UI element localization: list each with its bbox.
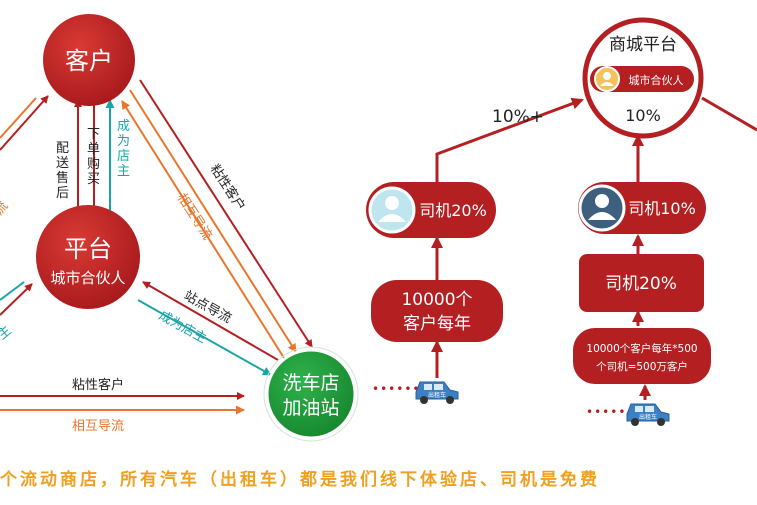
taxi-left-label: 出租车	[428, 391, 446, 399]
label-left-partial-1: 流	[0, 199, 11, 219]
mall-partner-label: 城市合伙人	[629, 73, 684, 87]
right-diagram: 10%+ 商城平台 城市合伙人 10% 司机20% 10000个 客户每年 •	[366, 17, 757, 426]
share-left-label: 10%+	[492, 107, 544, 127]
driver-right-top-label: 司机10%	[628, 199, 696, 218]
label-delivery-4: 后	[56, 186, 69, 201]
mall-title: 商城平台	[609, 35, 677, 55]
mall-platform-node: 商城平台 城市合伙人 10%	[582, 17, 704, 139]
taxi-right-label: 出租车	[639, 413, 657, 421]
label-bottom-mutual: 相互导流	[72, 419, 124, 434]
connector-right-edge	[701, 96, 757, 132]
label-diag-sticky: 粘性客户	[207, 161, 249, 213]
label-delivery-3: 售	[56, 170, 69, 186]
label-order-buy-2: 单	[87, 142, 100, 157]
customer-node: 客户	[43, 14, 135, 106]
arrow-left-partial-orange	[0, 97, 37, 139]
taxi-right: •••••• 出租车	[586, 403, 670, 426]
taxi-left: •••••• 出租车	[372, 381, 459, 404]
label-delivery-2: 送	[56, 156, 69, 171]
label-diag-mutual: 相互导流	[174, 191, 215, 243]
label-order-buy-3: 购	[87, 156, 100, 172]
customers-left-line2: 客户每年	[403, 314, 471, 334]
label-owner-top-3: 店	[117, 149, 130, 164]
driver-left-label: 司机20%	[419, 201, 487, 220]
arrow-diag-sticky	[139, 79, 313, 348]
taxi-left-dots: ••••••	[372, 382, 420, 396]
taxi-right-dots: ••••••	[586, 405, 634, 419]
customers-left-line1: 10000个	[401, 290, 472, 310]
left-diagram: 下 单 购 买 配 送 售 后 成 为 店 主 粘性客户 相互导流 站点导流 成…	[0, 14, 359, 442]
arrow-diag-mutual-up	[121, 100, 285, 359]
driver-right-mid-box: 司机20%	[579, 254, 704, 312]
customer-node-label: 客户	[65, 47, 113, 75]
arrow-left-partial-red2	[0, 283, 33, 316]
mall-share: 10%	[625, 106, 661, 125]
station-node: 洗车店 加油站	[263, 346, 359, 442]
label-bottom-sticky: 粘性客户	[72, 377, 124, 393]
label-owner-top-2: 为	[117, 134, 130, 149]
bottom-banner: 个流动商店，所有汽车（出租车）都是我们线下体验店、司机是免费	[0, 470, 600, 490]
arrow-left-partial-teal	[0, 281, 25, 301]
driver-right-top-pill: 司机10%	[578, 182, 706, 234]
station-node-line2: 加油站	[282, 397, 339, 419]
label-owner-mid: 成为店主	[156, 308, 209, 346]
arrow-station-to-platform	[142, 281, 279, 361]
label-delivery-1: 配	[56, 141, 69, 156]
arrow-diag-mutual-down	[129, 89, 297, 353]
arrow-platform-to-station	[137, 299, 272, 376]
label-order-buy-4: 买	[87, 172, 100, 187]
label-left-partial-2: 主	[0, 323, 15, 343]
calc-line2: 个司机=500万客户	[596, 360, 688, 373]
platform-node-label: 平台	[64, 235, 112, 263]
connector-left-up	[435, 97, 584, 182]
driver-right-mid-label: 司机20%	[605, 274, 677, 294]
customers-left-box: 10000个 客户每年	[371, 280, 503, 342]
calc-box: 10000个客户每年*500 个司机=500万客户	[573, 328, 711, 384]
label-owner-top-4: 主	[117, 164, 130, 179]
calc-line1: 10000个客户每年*500	[586, 342, 697, 355]
driver-left-pill: 司机20%	[366, 182, 496, 238]
platform-node: 平台 城市合伙人	[36, 205, 140, 309]
platform-node-sub: 城市合伙人	[50, 269, 125, 287]
station-node-line1: 洗车店	[282, 372, 339, 394]
label-owner-top-1: 成	[117, 119, 130, 134]
label-order-buy-1: 下	[87, 127, 100, 142]
arrow-left-partial-red	[0, 95, 49, 151]
